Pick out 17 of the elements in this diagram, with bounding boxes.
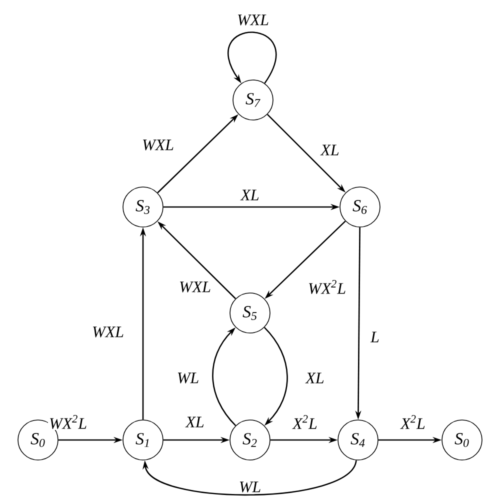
- edge-label: XL: [320, 144, 340, 156]
- edge-label: WXL: [91, 326, 125, 338]
- edge-label: WXL: [236, 14, 270, 26]
- edge-label: XL: [240, 188, 260, 202]
- edge-label: WL: [238, 480, 262, 494]
- edge-label: WXL: [141, 138, 175, 152]
- arrow: [142, 460, 357, 496]
- edge-label: WL: [176, 372, 200, 384]
- edge-label: XL: [184, 416, 206, 428]
- edge-label: X$^{2}$L: [292, 414, 318, 430]
- edge-label: L: [370, 330, 380, 344]
- edge-label: XL: [304, 372, 326, 384]
- edge-label: WXL: [178, 280, 212, 294]
- edge-label: WX$^{2}$L: [306, 279, 348, 295]
- arrow: [228, 32, 277, 84]
- edge-label: WX$^{2}$L: [48, 414, 88, 430]
- edge-label: X$^{2}$L: [400, 414, 426, 430]
